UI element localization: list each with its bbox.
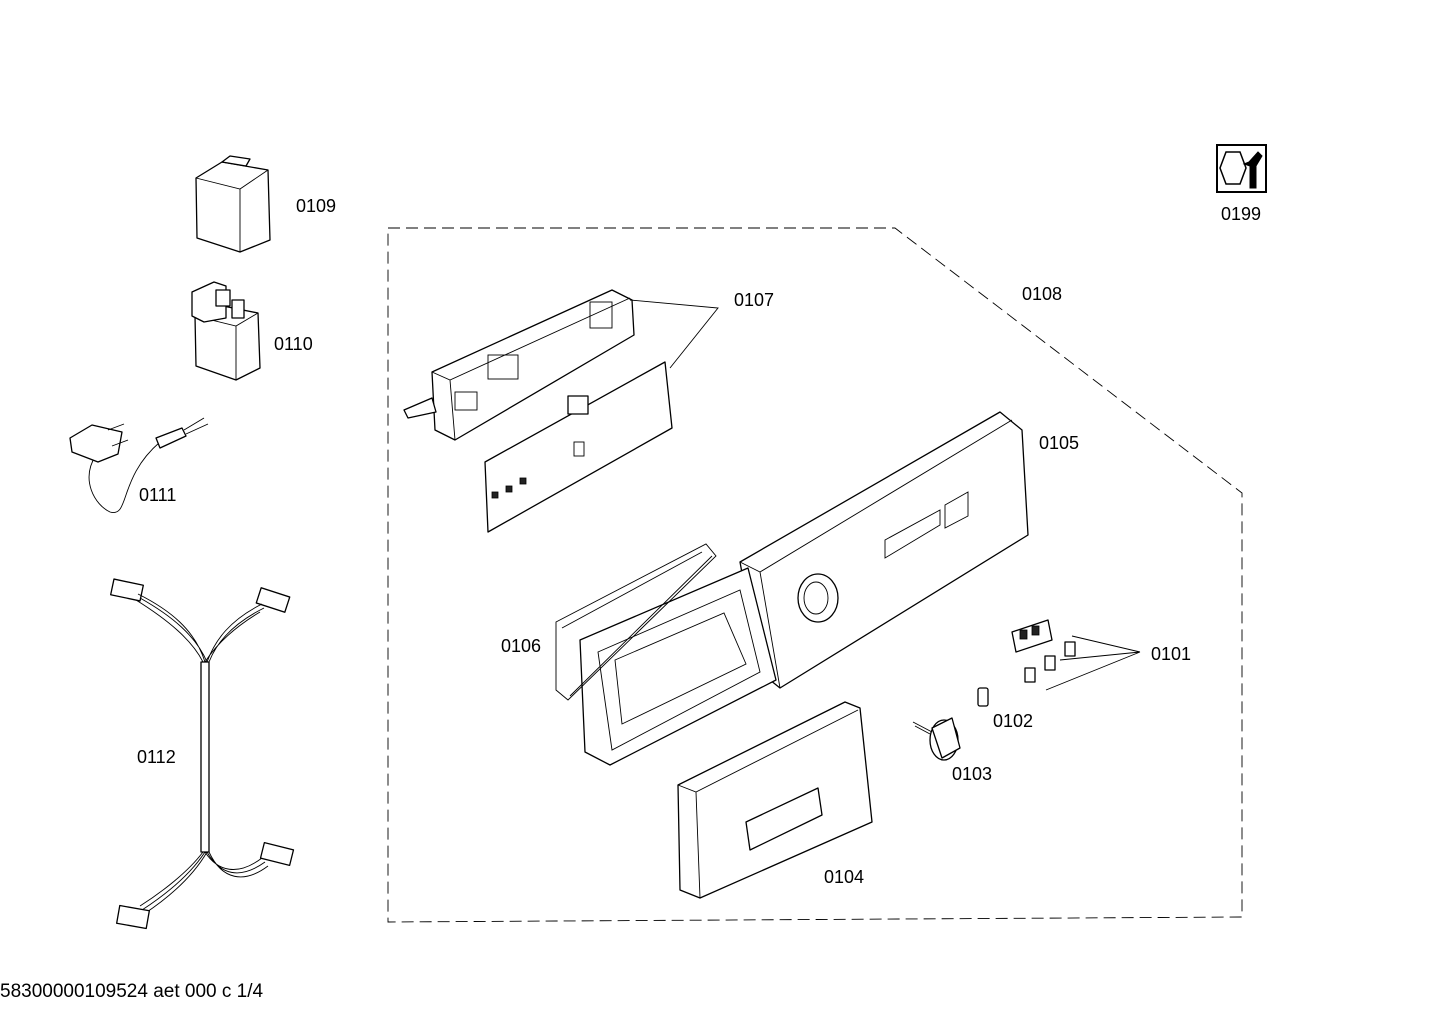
spanner-nut-icon [1216, 144, 1267, 193]
label-0109: 0109 [296, 196, 337, 216]
part-0106-drawing [555, 543, 777, 766]
label-0107: 0107 [734, 290, 775, 310]
label-0101: 0101 [1151, 644, 1192, 664]
label-0103: 0103 [952, 764, 993, 784]
part-0109-drawing [195, 155, 271, 253]
assembly-boundary-0108 [387, 227, 1243, 923]
part-0111-drawing [69, 417, 209, 513]
part-0105-drawing [739, 411, 1029, 689]
label-0108: 0108 [1022, 284, 1063, 304]
label-0102: 0102 [993, 711, 1034, 731]
document-code: 58300000109524 aet 000 c 1/4 [0, 981, 264, 1002]
label-0199: 0199 [1221, 204, 1262, 224]
part-0110-drawing [191, 281, 261, 381]
part-0112-drawing [110, 578, 295, 930]
part-0107-drawing [403, 289, 673, 533]
label-0111: 0111 [139, 485, 177, 505]
part-0102-drawing [977, 687, 989, 707]
label-0106: 0106 [501, 636, 542, 656]
part-0103-drawing [912, 717, 961, 761]
label-0104: 0104 [824, 867, 865, 887]
label-0105: 0105 [1039, 433, 1080, 453]
label-0110: 0110 [274, 334, 313, 354]
part-0104-drawing [677, 701, 873, 899]
leader-lines [629, 299, 1141, 691]
label-0112: 0112 [137, 747, 176, 767]
part-0101-drawing [1011, 619, 1076, 683]
